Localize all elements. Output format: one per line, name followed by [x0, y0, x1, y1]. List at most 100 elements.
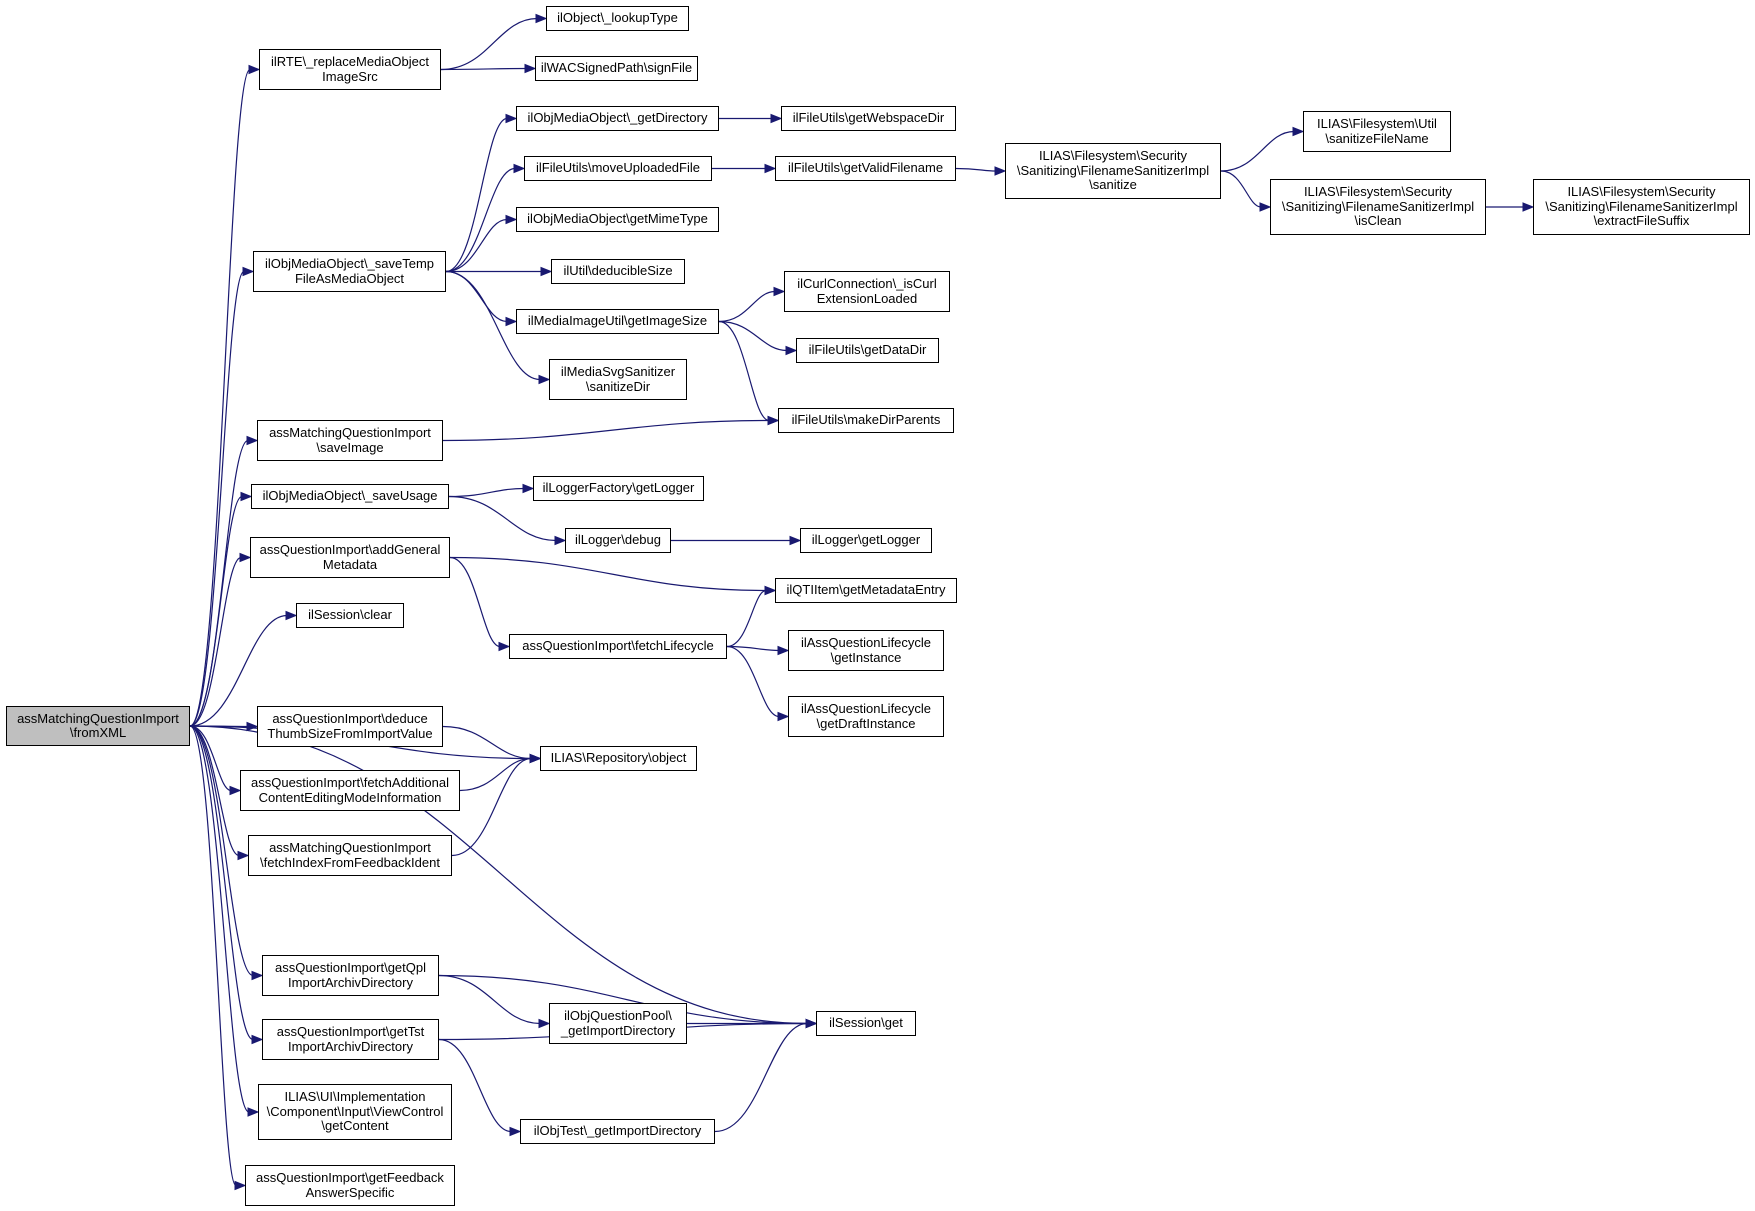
edge-root-n35 [189, 725, 254, 977]
edge-arrowhead [554, 535, 567, 546]
node-n6[interactable]: ilFileUtils\getWebspaceDir [781, 106, 956, 131]
node-n34[interactable]: assMatchingQuestionImport\fetchIndexFrom… [248, 835, 452, 876]
edge-arrowhead [785, 345, 798, 356]
edge-arrowhead [535, 13, 548, 24]
node-label-line: ILIAS\Repository\object [550, 750, 687, 766]
node-n39[interactable]: ilObjTest\_getImportDirectory [520, 1119, 715, 1144]
edge-n15-n17 [718, 320, 788, 352]
edge-n33-n32 [459, 757, 532, 792]
node-n26[interactable]: ilQTIItem\getMetadataEntry [775, 578, 957, 603]
node-n14[interactable]: ilUtil\deducibleSize [551, 259, 685, 284]
node-n30[interactable]: ilSession\clear [296, 603, 404, 628]
node-n20[interactable]: assMatchingQuestionImport\saveImage [257, 420, 443, 461]
node-label-line: ilFileUtils\getDataDir [808, 342, 927, 358]
node-label-line: ilObject\_lookupType [557, 10, 678, 26]
edge-arrowhead [767, 415, 780, 426]
edge-arrowhead [777, 711, 790, 722]
node-label-line: assQuestionImport\fetchAdditional [251, 775, 449, 790]
edge-arrowhead [285, 610, 298, 621]
node-n27[interactable]: assQuestionImport\fetchLifecycle [509, 634, 727, 659]
node-label-line: \sanitizeDir [585, 378, 651, 394]
node-label-line: \getContent [321, 1118, 389, 1134]
edge-n4-n13 [445, 218, 508, 273]
node-label-line: \Sanitizing\FilenameSanitizerImpl [1545, 198, 1738, 214]
node-n21[interactable]: ilObjMediaObject\_saveUsage [251, 484, 449, 509]
node-label-line: ilLoggerFactory\getLogger [542, 480, 695, 496]
node-n3[interactable]: ilWACSignedPath\signFile [535, 56, 698, 81]
edge-arrowhead [524, 63, 537, 74]
node-n24[interactable]: ilLogger\getLogger [800, 528, 932, 553]
node-n8[interactable]: ilFileUtils\getValidFilename [775, 156, 956, 181]
node-n37[interactable]: ilObjQuestionPool\_getImportDirectory [549, 1003, 687, 1044]
node-n22[interactable]: ilLoggerFactory\getLogger [533, 476, 704, 501]
edge-arrowhead [1522, 202, 1535, 212]
node-root[interactable]: assMatchingQuestionImport\fromXML [6, 706, 190, 746]
edge-arrowhead [522, 483, 535, 494]
edge-n15-n16 [718, 290, 776, 323]
node-n12[interactable]: ILIAS\Filesystem\Security\Sanitizing\Fil… [1533, 179, 1750, 235]
edge-n39-n36 [714, 1022, 808, 1133]
node-n17[interactable]: ilFileUtils\getDataDir [796, 338, 939, 363]
node-n7[interactable]: ilFileUtils\moveUploadedFile [524, 156, 712, 181]
node-label-line: ImageSrc [322, 68, 378, 84]
node-label-line: assQuestionImport\getTst [276, 1024, 425, 1039]
edge-arrowhead [239, 552, 252, 563]
edge-root-n25 [189, 556, 242, 727]
edge-arrowhead [242, 266, 255, 277]
edge-root-n1 [189, 68, 251, 727]
edge-n27-n26 [726, 589, 767, 648]
node-label-line: ilObjQuestionPool\ [564, 1008, 672, 1023]
node-label-line: ilSession\get [829, 1015, 903, 1031]
node-label-line: ILIAS\Filesystem\Security [1038, 148, 1188, 164]
node-label-line: \sanitize [1089, 177, 1137, 193]
node-label-line: ThumbSizeFromImportValue [267, 725, 433, 741]
node-n40[interactable]: ILIAS\UI\Implementation\Component\Input\… [258, 1084, 452, 1140]
node-n36[interactable]: ilSession\get [816, 1011, 916, 1036]
node-label-line: assMatchingQuestionImport [269, 840, 431, 855]
node-n18[interactable]: ilFileUtils\makeDirParents [778, 408, 954, 433]
node-label-line: ContentEditingModeInformation [258, 789, 442, 805]
node-label-line: \fromXML [69, 725, 127, 740]
node-label-line: \getInstance [830, 649, 902, 665]
edge-root-n30 [189, 614, 288, 727]
node-label-line: ilFileUtils\moveUploadedFile [535, 160, 700, 176]
node-label-line: ilMediaImageUtil\getImageSize [527, 313, 708, 329]
node-label-line: assQuestionImport\deduce [272, 711, 428, 726]
node-n28[interactable]: ilAssQuestionLifecycle\getInstance [788, 630, 944, 671]
node-label-line: ILIAS\Filesystem\Util [1317, 116, 1437, 131]
node-label-line: ilObjMediaObject\_saveUsage [262, 488, 438, 504]
edge-arrowhead [251, 1034, 264, 1045]
node-n2[interactable]: ilObject\_lookupType [546, 6, 689, 31]
node-n29[interactable]: ilAssQuestionLifecycle\getDraftInstance [788, 696, 944, 737]
node-label-line: ilLogger\getLogger [811, 532, 921, 548]
node-n13[interactable]: ilObjMediaObject\getMimeType [516, 207, 719, 232]
node-n11[interactable]: ILIAS\Filesystem\Security\Sanitizing\Fil… [1270, 179, 1486, 235]
node-label-line: ImportArchivDirectory [288, 1038, 413, 1054]
node-n23[interactable]: ilLogger\debug [565, 528, 671, 553]
node-label-line: \extractFileSuffix [1593, 213, 1690, 229]
node-n5[interactable]: ilObjMediaObject\_getDirectory [516, 106, 719, 131]
node-n9[interactable]: ILIAS\Filesystem\Security\Sanitizing\Fil… [1005, 143, 1221, 199]
edge-n15-n18 [718, 320, 770, 422]
node-label-line: assMatchingQuestionImport [17, 710, 179, 726]
node-n10[interactable]: ILIAS\Filesystem\Util\sanitizeFileName [1303, 111, 1451, 152]
edge-n4-n7 [445, 167, 516, 273]
node-n19[interactable]: ilMediaSvgSanitizer\sanitizeDir [549, 359, 687, 400]
node-n15[interactable]: ilMediaImageUtil\getImageSize [516, 309, 719, 334]
node-label-line: \fetchIndexFromFeedbackIdent [260, 854, 440, 870]
edge-n4-n5 [445, 117, 508, 273]
edge-root-n33 [189, 725, 232, 792]
node-n32[interactable]: ILIAS\Repository\object [540, 746, 697, 771]
node-label-line: ILIAS\Filesystem\Security [1567, 184, 1716, 200]
node-label-line: \saveImage [316, 439, 384, 455]
edge-arrowhead [240, 491, 253, 502]
